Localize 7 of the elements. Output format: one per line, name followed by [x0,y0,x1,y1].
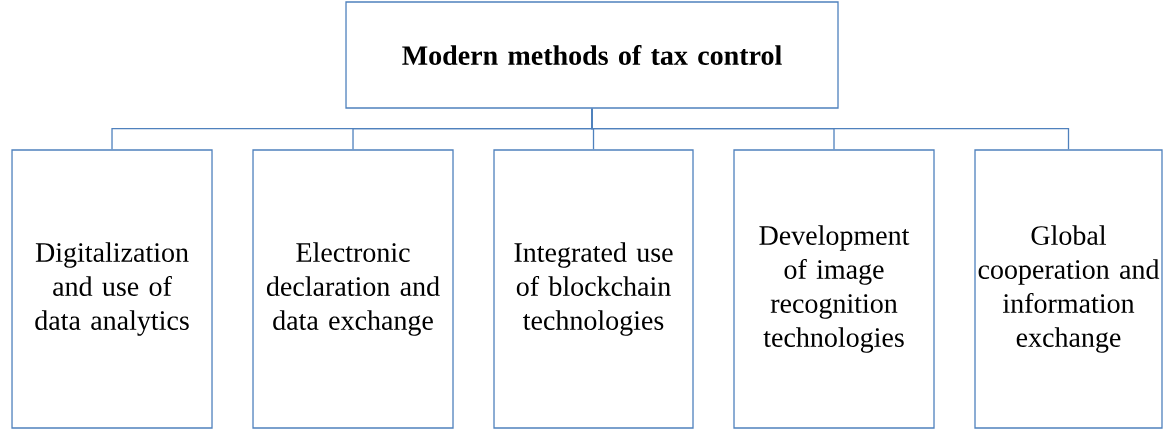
method-box: Global cooperation and information exchange [974,149,1163,429]
method-box: Development of image recognition technologies [733,149,935,429]
connector-line [591,108,1070,150]
method-box: Electronic declaration and data exchange [252,149,454,429]
method-box: Digitalization and use of data analytics [11,149,213,429]
title-box: Modern methods of tax control [345,1,839,109]
method-box: Integrated use of blockchain technologies [493,149,694,429]
